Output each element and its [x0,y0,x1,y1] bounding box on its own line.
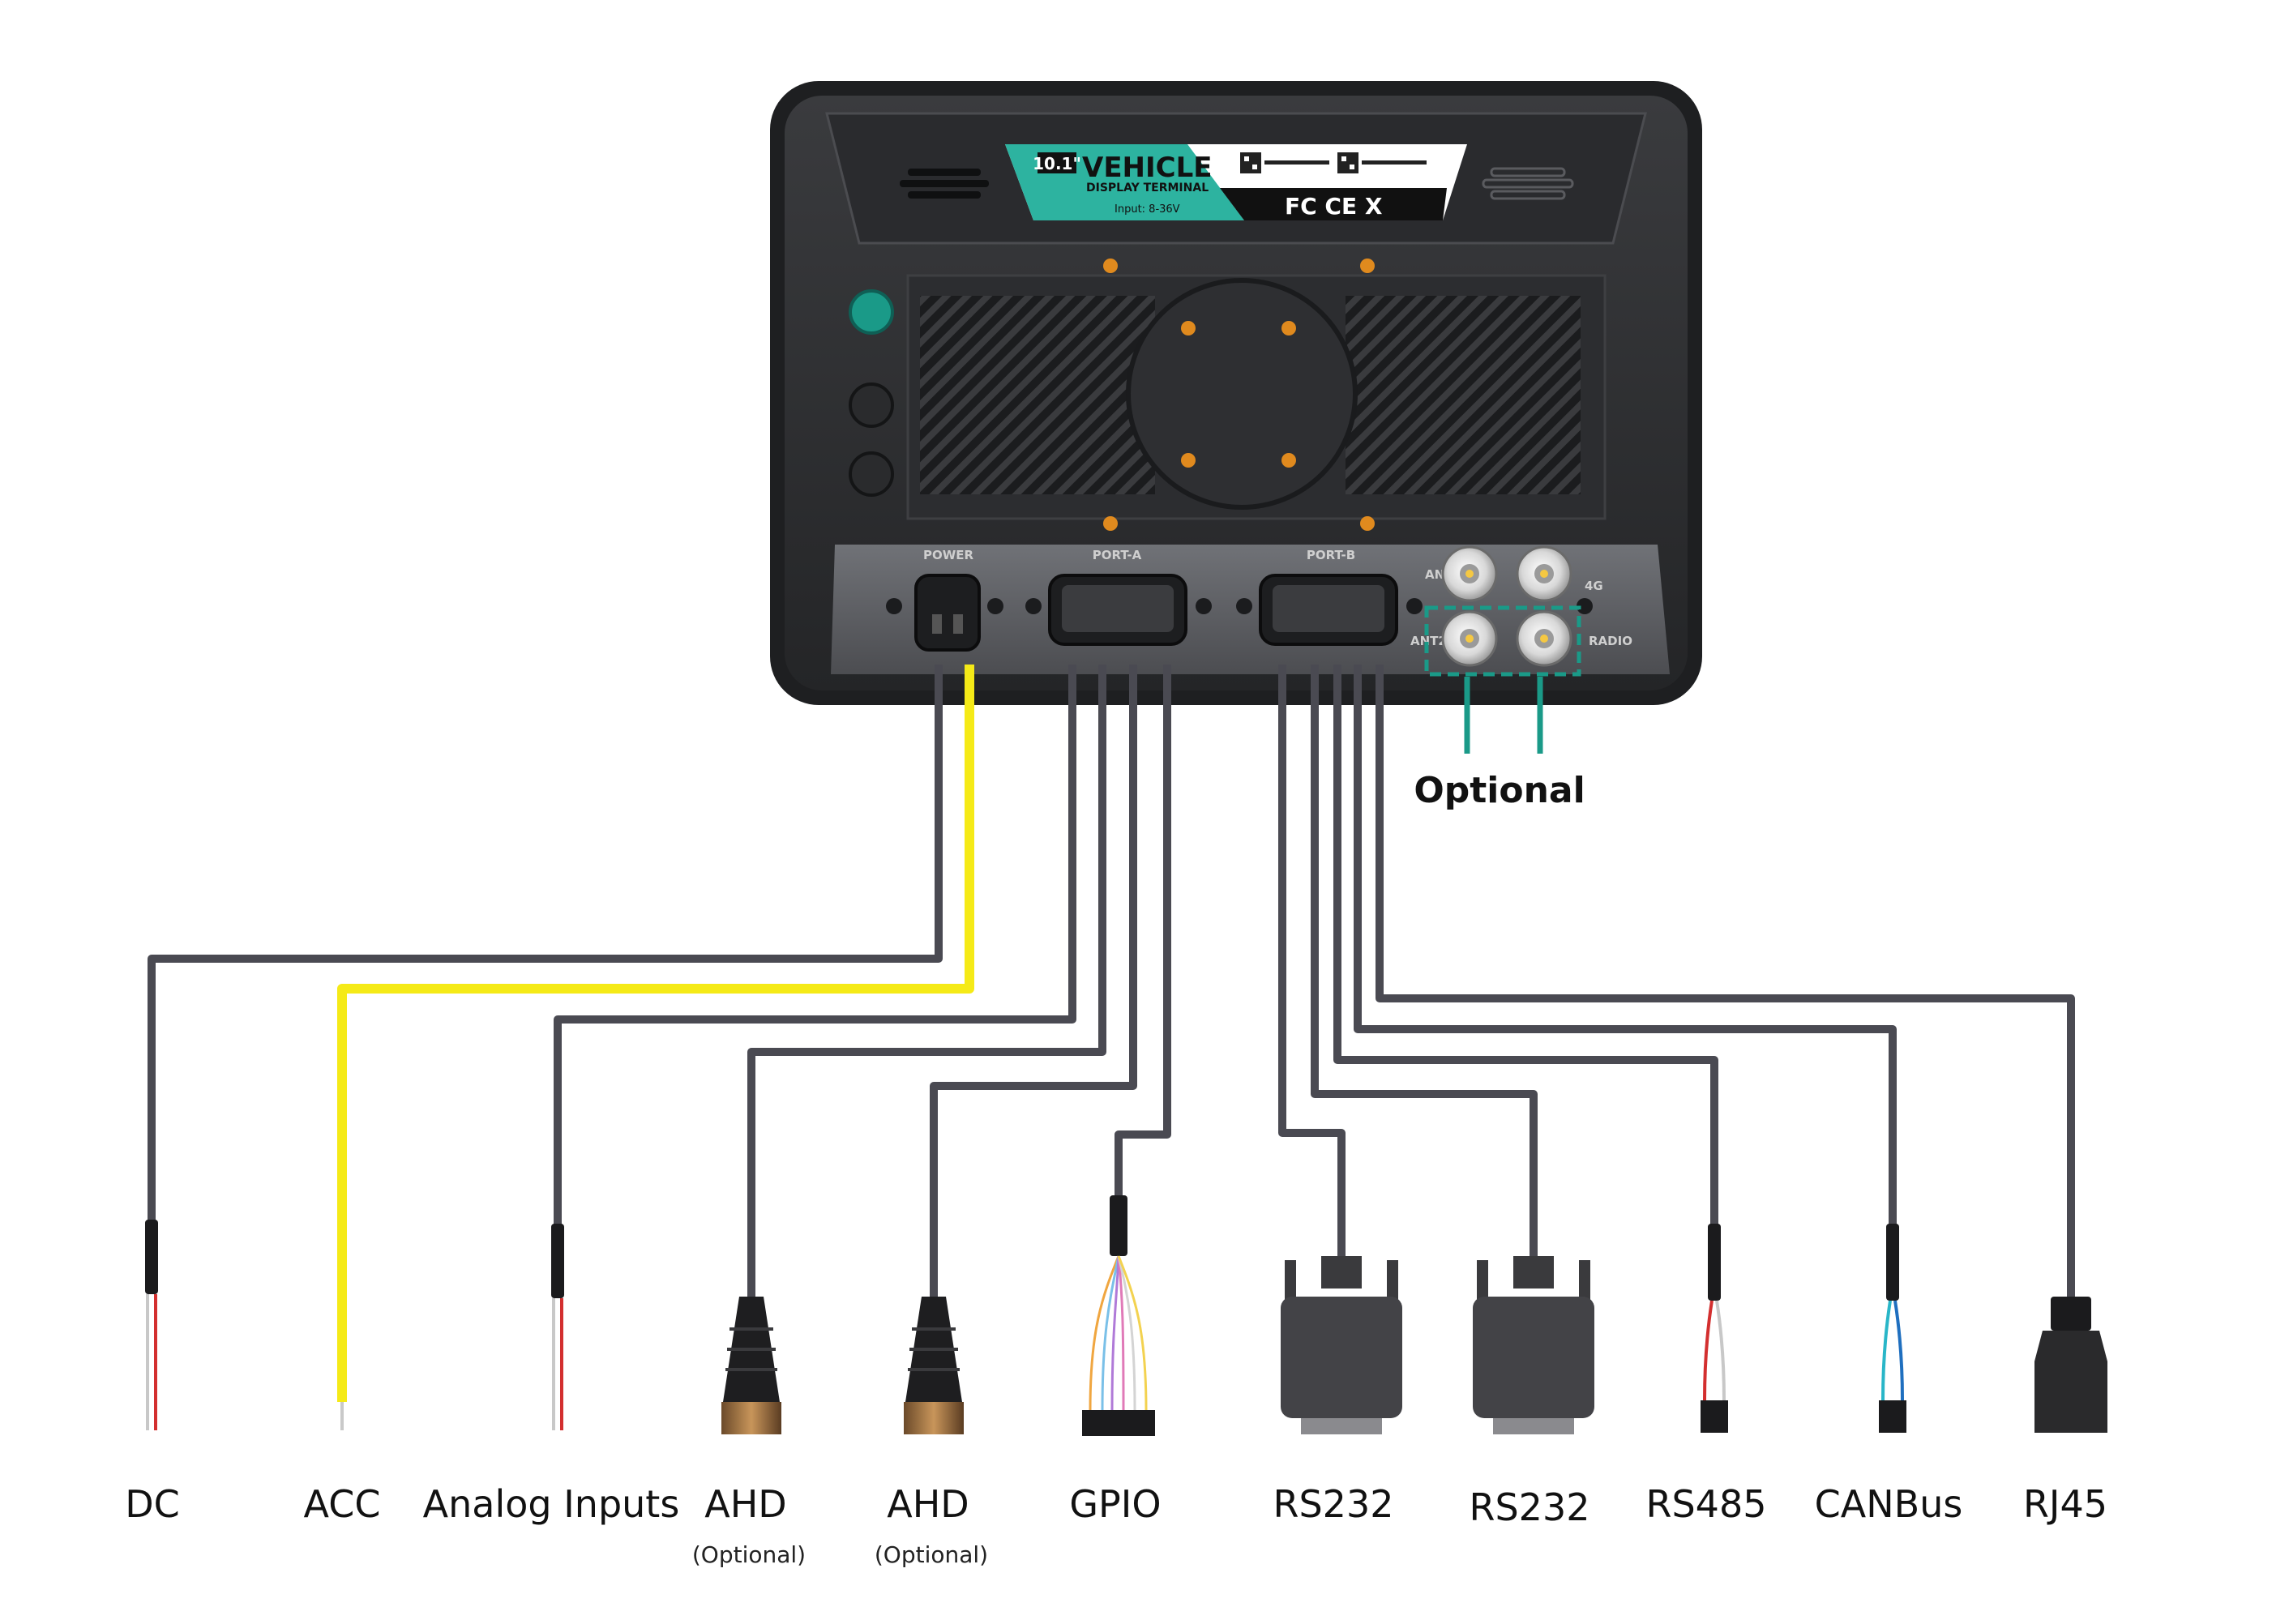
optional-antenna-highlight [1424,605,1581,677]
cable-label: DC [125,1482,180,1526]
analog-wire-pair-icon [551,1224,564,1430]
gpio-connector-icon [1082,1195,1155,1436]
bnc-connector-icon [1516,545,1572,602]
port-label-b: PORT-B [1307,548,1355,562]
cable-labels: DC ACC Analog Inputs AHD (Optional) AHD … [125,1482,2107,1568]
speaker-grill-right-icon [1482,167,1574,200]
optional-antennas-label: Optional [1414,770,1585,811]
side-button [849,451,894,497]
vehicle-display-terminal: 10.1" VEHICLE DISPLAY TERMINAL Input: 8-… [770,81,1702,811]
cable-label: RS485 [1646,1482,1767,1526]
cable-gpio [1115,665,1171,1199]
rj45-connector-icon [2034,1297,2107,1433]
ahd-connector-icon [721,1297,781,1434]
power-port [914,574,981,652]
brand-subtitle: DISPLAY TERMINAL [1086,182,1209,194]
cable-harness [148,665,2075,1402]
vesa-mount-plate [1126,278,1358,510]
db9-connector-icon [1281,1256,1402,1434]
brand-title: VEHICLE [1082,152,1213,184]
canbus-wire-pair-icon [1879,1224,1906,1433]
ahd-connector-icon [904,1297,964,1434]
antenna-label-4g: 4G [1585,579,1603,593]
antenna-label-radio: RADIO [1589,634,1632,648]
cable-rs485 [1333,665,1718,1228]
cable-label: AHD [887,1482,969,1526]
power-button [849,289,894,335]
cable-ahd-1 [747,665,1106,1305]
screw-icon [886,598,1593,614]
speaker-grill-left-icon [900,169,989,199]
cable-canbus [1354,665,1897,1228]
bnc-connector-icon [1441,610,1498,667]
cable-rj45 [1376,665,2075,1301]
cable-label: RJ45 [2023,1482,2107,1526]
cable-label: RS232 [1273,1482,1394,1526]
bnc-connector-icon [1441,545,1498,602]
vent-left [920,296,1155,494]
vent-right [1346,296,1581,494]
cable-label: AHD [704,1482,786,1526]
cable-dc [148,665,943,1224]
cable-label: Analog Inputs [423,1482,680,1526]
port-label-a: PORT-A [1093,548,1142,562]
cable-rs232-1 [1278,665,1346,1260]
cable-rs232-2 [1311,665,1538,1260]
cable-label: RS232 [1470,1485,1590,1529]
screen-size-badge: 10.1" [1033,154,1081,173]
product-label: 10.1" VEHICLE DISPLAY TERMINAL Input: 8-… [1005,144,1467,220]
dc-wire-pair-icon [145,1220,158,1430]
cable-label: GPIO [1069,1482,1161,1526]
cable-sub-label: (Optional) [875,1541,988,1568]
rs485-wire-pair-icon [1701,1224,1728,1433]
cable-label: ACC [304,1482,381,1526]
input-voltage: Input: 8-36V [1115,203,1180,216]
qr-code-icon [1240,152,1329,173]
antenna-label-ant2: ANT2 [1410,634,1447,648]
cable-ahd-2 [930,665,1137,1305]
cable-sub-label: (Optional) [692,1541,806,1568]
cable-label: CANBus [1815,1482,1963,1526]
port-label-power: POWER [923,548,974,562]
db9-connector-icon [1473,1256,1594,1434]
cable-analog-inputs [554,665,1076,1228]
screw-icon [1103,259,1375,531]
certification-marks: FC CE X [1285,193,1383,220]
bnc-connector-icon [1516,610,1572,667]
cable-acc [337,665,974,1402]
qr-code-icon [1337,152,1427,173]
side-button [849,382,894,428]
